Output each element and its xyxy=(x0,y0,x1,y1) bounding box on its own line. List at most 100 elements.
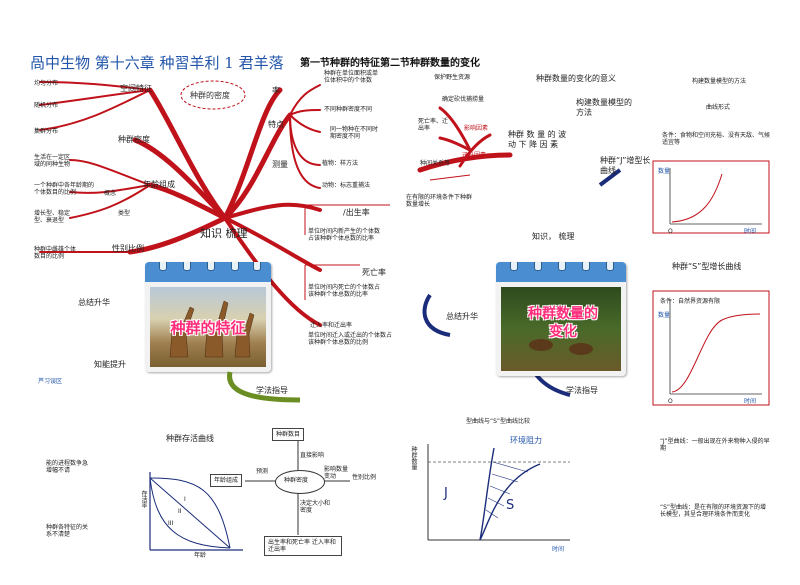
practice-errors: 芦习误区 xyxy=(38,378,63,385)
cloud-population-density: 种群的密度 xyxy=(190,91,230,100)
compare-axis-x: 时间 xyxy=(552,546,565,553)
note-plant-method: 植物：样方法 xyxy=(322,160,359,167)
calendar-header xyxy=(496,262,626,282)
flow-right-label: 影响数量变动 xyxy=(324,466,349,480)
j-title: 种群“J”增型长曲线 xyxy=(600,156,651,175)
j-conditions: 条件：食物和空间充裕、没有天敌、气候适宜等 xyxy=(662,132,771,146)
note-density-time: 同一物种在不同时期密度不同 xyxy=(330,126,379,140)
node-spatial-feature: 空间特征 xyxy=(120,84,152,93)
note-random: 随机分布 xyxy=(34,102,59,109)
study-guide-left: 学法指导 xyxy=(256,386,288,395)
note-death-def: 单位时间内死亡的个体数占该种群个体总数的比率 xyxy=(308,284,381,298)
ring-icon xyxy=(253,262,261,271)
box-model-title: 构建数量模型的方法 xyxy=(692,78,747,85)
node-measurement: 测量 xyxy=(272,160,288,169)
survival-axis-y: 存活率 xyxy=(140,490,147,508)
node-types: 类型 xyxy=(118,210,131,217)
js-compare-chart xyxy=(427,444,570,541)
ring-icon xyxy=(510,262,518,271)
page-title-right: 第一节种群的特征第二节种群数量的变化 xyxy=(300,58,480,69)
flow-bottom-box: 出生率和死亡率 迁入率和迁出率 xyxy=(264,536,342,556)
node-meaning: 种群数量的变化的意义 xyxy=(536,74,616,83)
calendar-population-features: 种群的特征 xyxy=(145,262,271,372)
j-axis-x: 时间 xyxy=(744,228,757,235)
giraffe-photo: 种群的特征 xyxy=(150,287,266,367)
box-curve-form: 曲线形式 xyxy=(706,104,731,111)
survival-axis-x: 年龄 xyxy=(194,552,207,559)
mindmap-center-left: 知识 梳理 xyxy=(200,227,248,240)
ring-icon xyxy=(207,262,215,271)
note-density-diff: 不同种群密度不同 xyxy=(324,106,373,113)
note-migration-def: 单位时间迁入或迁出的个体数占该种群个体总数的比例 xyxy=(308,332,393,346)
env-resistance: 环境阻力 xyxy=(510,436,542,445)
flow-down-label: 决定大小和密度 xyxy=(300,500,331,514)
s-axis-y: 数量 xyxy=(658,312,671,319)
note-animal-method: 动物：标志重捕法 xyxy=(322,182,371,189)
node-rate: 率 xyxy=(272,86,280,95)
flow-top-box: 种群数目 xyxy=(272,428,305,441)
note-definition: 生活在一定区域的同种生物 xyxy=(34,154,71,168)
note-age-types: 增长型、稳定型、衰退型 xyxy=(34,210,71,224)
ring-icon xyxy=(231,262,239,271)
compare-title: 型曲线与“S”型曲线比较 xyxy=(466,418,531,425)
ring-icon xyxy=(159,262,167,271)
left-mindmap-branches xyxy=(39,80,390,327)
survival-curve-chart xyxy=(149,472,243,551)
flow-center-label: 种群密度 xyxy=(284,477,309,484)
giraffe-silhouette xyxy=(169,300,255,358)
s-curve-note: “S”型曲线：是在有限的环境资源下的增长模型，其呈合理环境条件而变化 xyxy=(660,504,767,518)
survival-label-II: II xyxy=(178,508,182,515)
branch-rise-factor: 迅升因素 xyxy=(462,152,487,159)
mindmap-center-right: 知识， 梳理 xyxy=(532,232,575,241)
branch-species-relation: 种间关系等 xyxy=(420,160,451,167)
ability-improve: 知能提升 xyxy=(94,360,126,369)
node-model-method: 构建数量模型的方法 xyxy=(576,98,632,117)
model-note: 在有限的环境条件下种群数量增长 xyxy=(406,194,473,208)
green-vine xyxy=(227,371,301,403)
branch-protect-wildlife: 保护野生资源 xyxy=(434,74,471,81)
deer-silhouette xyxy=(529,339,593,355)
j-curve-chart xyxy=(652,160,770,234)
ring-icon xyxy=(183,262,191,271)
note-birth-def: 单位时间内新产生的个体数占该种群个体总数的比率 xyxy=(308,228,381,242)
j-curve-note: “J”型曲线：一般出现在外来物种入侵的早期 xyxy=(660,438,770,452)
branch-harvest-amount: 确定砍伐捕捞量 xyxy=(442,96,485,103)
j-origin: O xyxy=(668,228,673,235)
note-uniform: 均匀分布 xyxy=(34,80,59,87)
flow-diagram-lines xyxy=(245,439,350,535)
note-density-def: 种群在单位面积或单位体积中的个体数 xyxy=(324,70,379,84)
right-mindmap-branches xyxy=(417,106,622,397)
flow-center-ellipse xyxy=(275,470,325,494)
s-conditions: 条件：自然界资源有限 xyxy=(660,298,721,305)
branch-death-migration: 死亡率、迁出率 xyxy=(418,118,449,132)
node-death-rate: 死亡率 xyxy=(362,268,386,277)
page-title-left: 咼中生物 第十六章 种習羊利 1 君羊落 xyxy=(30,54,284,72)
calendar-title-left: 种群的特征 xyxy=(170,319,246,337)
survival-curve-title: 种群存活曲线 xyxy=(166,434,214,443)
s-letter: S xyxy=(506,498,515,513)
flow-up-label: 直接影响 xyxy=(300,452,325,459)
ring-icon xyxy=(534,262,542,271)
calendar-population-change: 种群数量的变化 xyxy=(496,262,626,376)
node-age-structure: 年龄组成 xyxy=(143,180,175,189)
flow-left-box: 年龄组成 xyxy=(210,474,243,487)
flow-far-right: 性别比例 xyxy=(352,474,377,481)
node-concept: 概念 xyxy=(104,190,117,197)
deer-photo: 种群数量的变化 xyxy=(501,287,621,371)
ring-icon xyxy=(582,262,590,271)
note-cluster: 集群分布 xyxy=(34,128,59,135)
calendar-title-right: 种群数量的变化 xyxy=(528,306,598,340)
note-sex-ratio: 种群中雌雄个体数目的比例 xyxy=(34,246,77,260)
node-birth-rate: /出生率 xyxy=(343,208,370,217)
note-age-ratio: 一个种群中各年龄期的个体数目的比例 xyxy=(34,182,95,196)
compare-axis-y: 种群数量 xyxy=(410,446,417,470)
survival-label-III: III xyxy=(168,520,174,527)
bottom-note-a: 能的进程数争急增幅不请 xyxy=(46,460,89,474)
summary-left: 总结升华 xyxy=(78,298,110,307)
survival-label-I: I xyxy=(184,496,186,503)
s-origin: O xyxy=(668,398,673,405)
node-population-density: 种群密度 xyxy=(118,135,150,144)
node-migration: 迁入率和迁出率 xyxy=(310,322,353,329)
bottom-note-b: 种群各特征的关系不清楚 xyxy=(46,524,89,538)
s-curve-chart xyxy=(652,290,770,406)
